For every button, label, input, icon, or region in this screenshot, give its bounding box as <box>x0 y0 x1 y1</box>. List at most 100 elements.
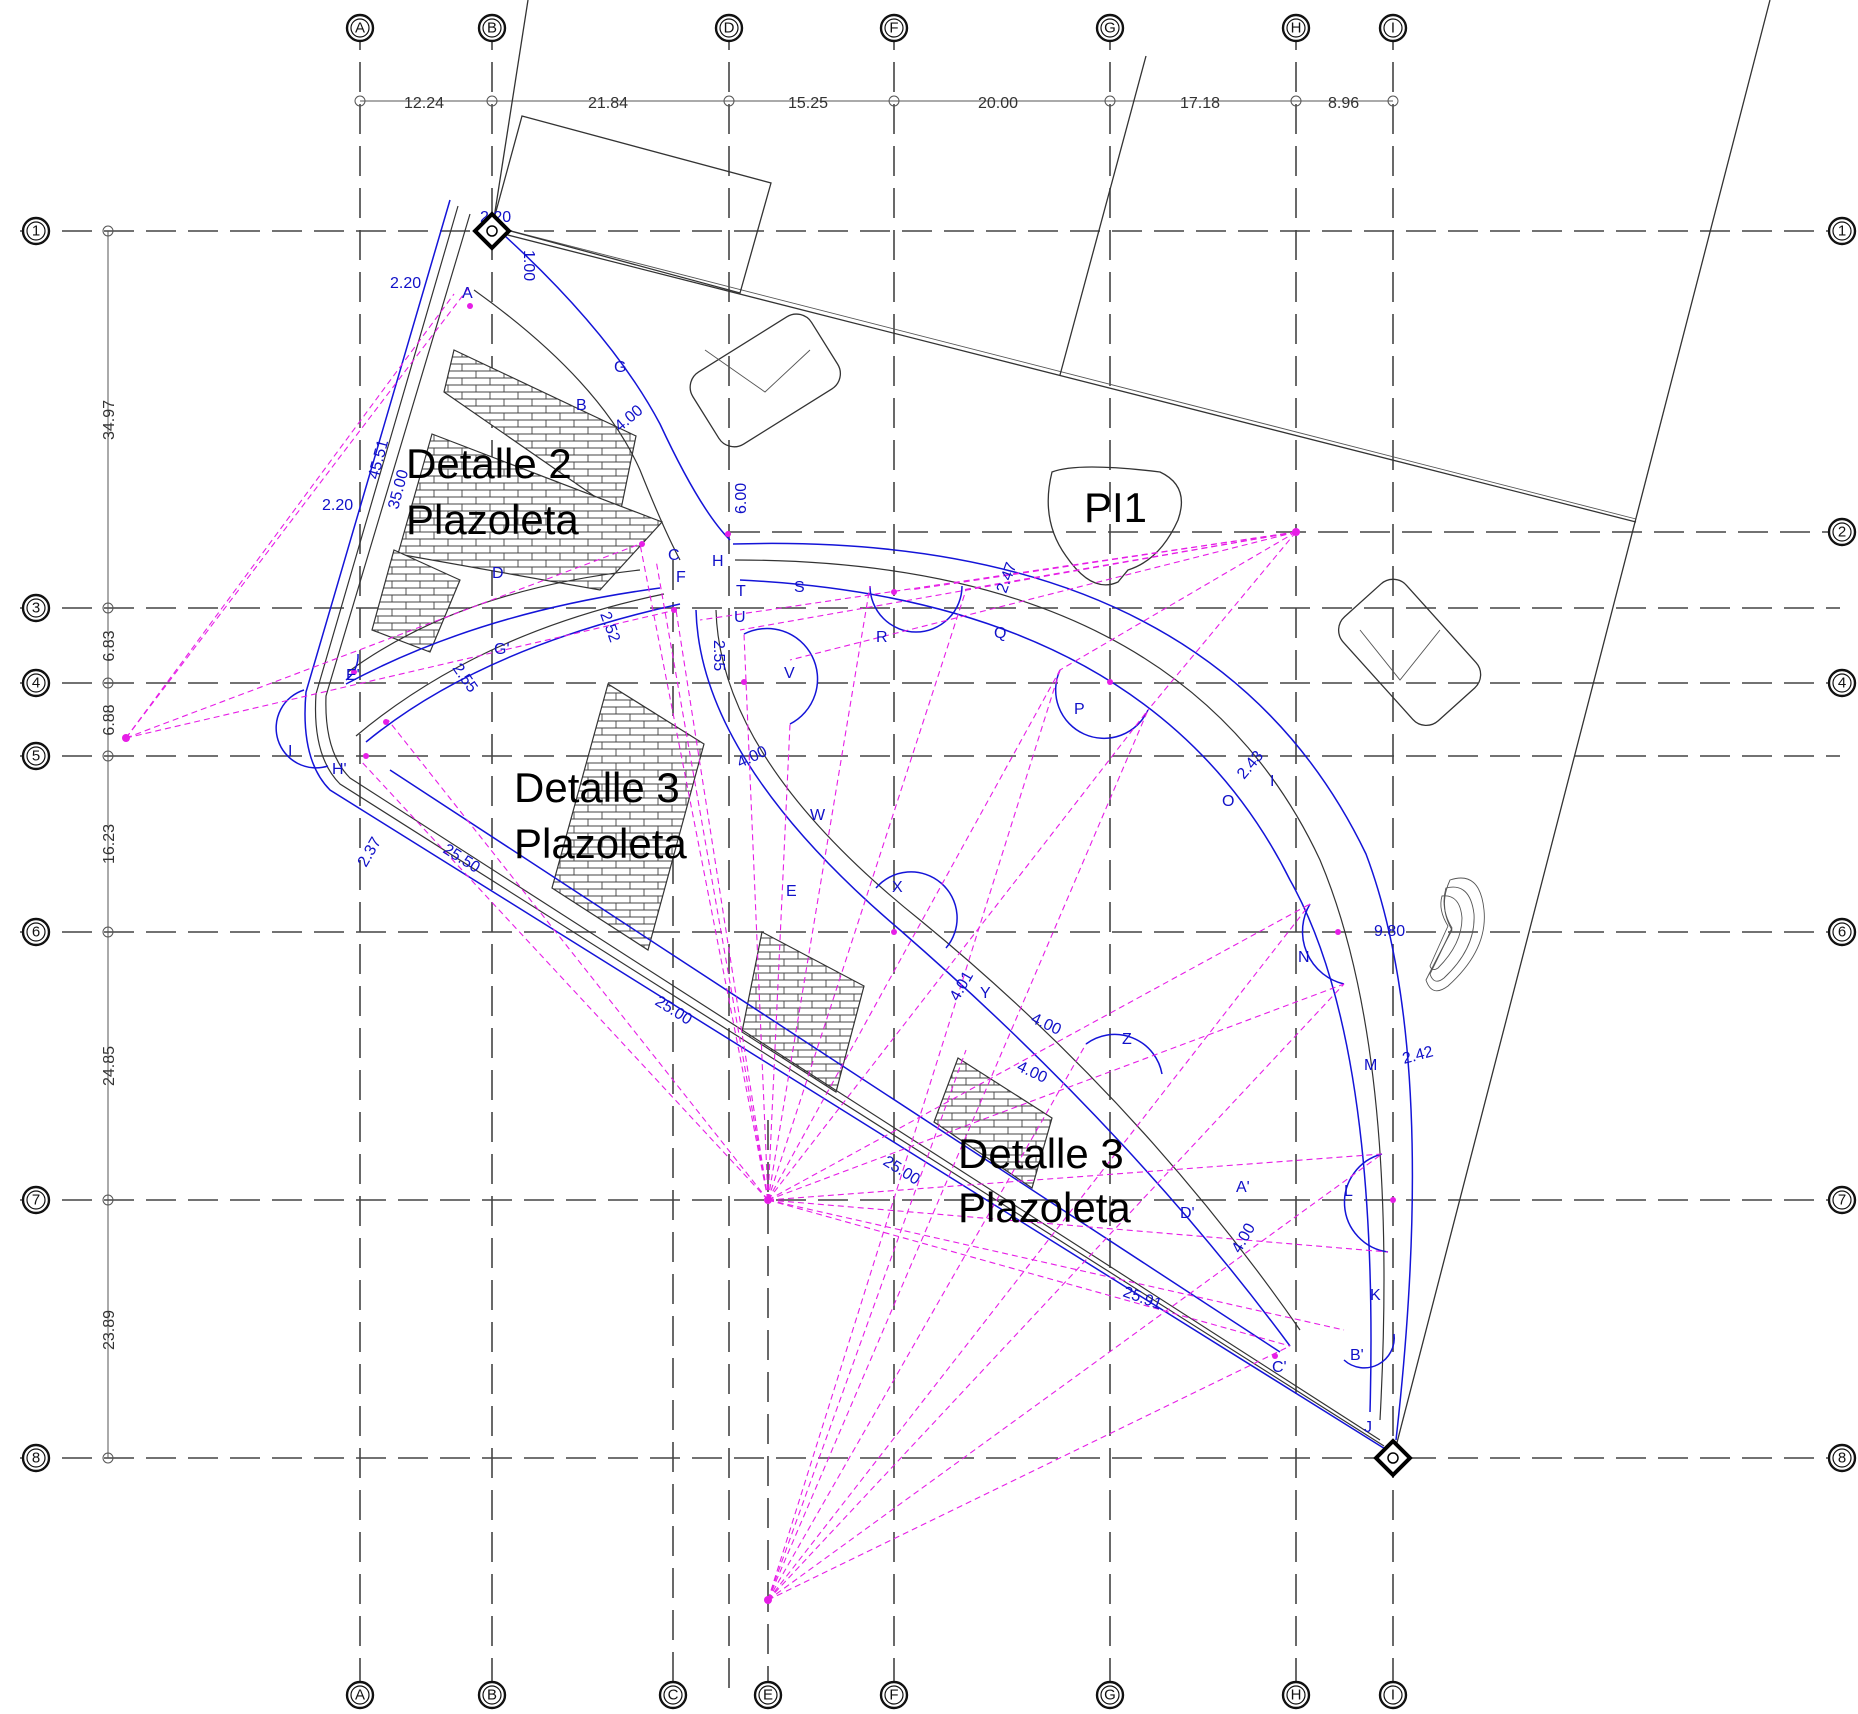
segment-R: R <box>876 629 888 646</box>
dim-400a: 4.00 <box>1028 1010 1063 1039</box>
area-labels: Detalle 2 Plazoleta Detalle 3 Plazoleta … <box>406 440 1147 1231</box>
svg-text:3: 3 <box>32 600 40 617</box>
segment-C-prime: C' <box>1272 1359 1287 1376</box>
segment-W: W <box>810 807 826 824</box>
segment-G-prime: G' <box>494 641 510 658</box>
svg-text:5: 5 <box>32 748 40 765</box>
grid-dimension-strings: 12.24 21.84 15.25 20.00 17.18 8.96 34.97… <box>101 95 1399 1464</box>
segment-F: F <box>676 569 686 586</box>
corner-markers <box>472 211 1413 1478</box>
segment-Q: Q <box>994 625 1006 642</box>
svg-text:2: 2 <box>1838 524 1846 541</box>
dim-length-45: 45.51 <box>365 438 392 481</box>
col-spacing-6: 8.96 <box>1328 95 1359 112</box>
detalle-2-label-line2: Plazoleta <box>406 496 579 543</box>
grid-bubble-bottom-B: B <box>477 1680 507 1710</box>
row-spacing-1: 34.97 <box>101 400 118 440</box>
svg-text:6: 6 <box>32 924 40 941</box>
row-spacing-5: 24.85 <box>101 1046 118 1086</box>
grid-bubble-bottom-A: A <box>345 1680 375 1710</box>
detalle-3a-label-line2: Plazoleta <box>514 820 687 867</box>
segment-B: B <box>576 397 587 414</box>
grid-bubble-right-8: 8 <box>1827 1443 1857 1473</box>
col-spacing-5: 17.18 <box>1180 95 1220 112</box>
svg-text:C: C <box>668 1687 679 1704</box>
svg-text:4: 4 <box>32 675 40 692</box>
detalle-3a-label-line1: Detalle 3 <box>514 764 680 811</box>
svg-text:1: 1 <box>32 223 40 240</box>
grid-bubble-left-7: 7 <box>21 1185 51 1215</box>
dim-top-1: 1.00 <box>520 250 537 281</box>
svg-text:G: G <box>1104 1687 1116 1704</box>
grid-bubble-top-G: G <box>1095 13 1125 43</box>
grid-bubble-bottom-F: F <box>879 1680 909 1710</box>
segment-I-left: I <box>288 743 292 760</box>
dim-255a: 2.55 <box>710 640 727 671</box>
grid-bubble-top-H: H <box>1281 13 1311 43</box>
dim-400b: 4.00 <box>1014 1058 1049 1087</box>
segment-M: M <box>1364 1057 1377 1074</box>
grid-bubble-top-B: B <box>477 13 507 43</box>
grid-bubble-right-1: 1 <box>1827 216 1857 246</box>
grid-bubble-right-2: 2 <box>1827 517 1857 547</box>
svg-text:1: 1 <box>1838 223 1846 240</box>
svg-text:B: B <box>487 1687 497 1704</box>
segment-I: I <box>1270 773 1274 790</box>
segment-G: G <box>614 359 626 376</box>
grid-bubble-left-8: 8 <box>21 1443 51 1473</box>
dim-width-4b: 4.00 <box>735 743 770 772</box>
segment-H: H <box>712 553 724 570</box>
segment-V: V <box>784 665 795 682</box>
svg-text:A: A <box>355 1687 365 1704</box>
svg-text:A: A <box>355 20 365 37</box>
dim-6: 6.00 <box>733 483 750 514</box>
segment-K: K <box>1370 1287 1381 1304</box>
segment-N: N <box>1298 949 1310 966</box>
svg-text:G: G <box>1104 20 1116 37</box>
grid-bubbles-right: 1 2 4 6 7 8 <box>1827 216 1857 1473</box>
svg-text:H: H <box>1291 1687 1302 1704</box>
col-spacing-3: 15.25 <box>788 95 828 112</box>
dim-401: 4.01 <box>947 968 977 1004</box>
row-spacing-3: 6.88 <box>101 704 118 735</box>
svg-text:D: D <box>724 20 735 37</box>
grid-bubble-top-I: I <box>1378 13 1408 43</box>
site-boundary <box>491 0 1771 1459</box>
segment-X: X <box>892 879 903 896</box>
svg-text:B: B <box>487 20 497 37</box>
row-spacing-4: 16.23 <box>101 824 118 864</box>
svg-text:7: 7 <box>1838 1192 1846 1209</box>
segment-U: U <box>734 609 746 626</box>
svg-text:7: 7 <box>32 1192 40 1209</box>
grid-bubble-left-4: 4 <box>21 668 51 698</box>
pi1-label: PI1 <box>1084 484 1147 531</box>
svg-text:H: H <box>1291 20 1302 37</box>
grid-bubble-left-6: 6 <box>21 917 51 947</box>
construction-rays <box>122 285 1396 1604</box>
grid-bubble-top-F: F <box>879 13 909 43</box>
segment-S: S <box>794 579 805 596</box>
detalle-3b-label-line1: Detalle 3 <box>958 1130 1124 1177</box>
col-spacing-4: 20.00 <box>978 95 1018 112</box>
svg-text:6: 6 <box>1838 924 1846 941</box>
grid-lines <box>20 20 1840 1700</box>
segment-Y: Y <box>980 985 991 1002</box>
grid-bubble-right-7: 7 <box>1827 1185 1857 1215</box>
grid-bubbles-left: 1 3 4 5 6 7 8 <box>21 216 51 1473</box>
detalle-2-label-line1: Detalle 2 <box>406 440 572 487</box>
grid-bubble-bottom-E: E <box>753 1680 783 1710</box>
grid-bubble-left-3: 3 <box>21 593 51 623</box>
grid-bubble-left-5: 5 <box>21 741 51 771</box>
dim-2591: 25.91 <box>1121 1284 1165 1314</box>
dim-400c: 4.00 <box>1229 1220 1259 1256</box>
segment-J: J <box>1364 1419 1372 1436</box>
svg-text:F: F <box>889 1687 898 1704</box>
dim-980: 9.80 <box>1374 923 1405 940</box>
dim-left-2: 2.20 <box>322 497 353 514</box>
svg-text:I: I <box>1391 1687 1395 1704</box>
row-spacing-2: 6.83 <box>101 630 118 661</box>
col-spacing-2: 21.84 <box>588 95 628 112</box>
svg-text:I: I <box>1391 20 1395 37</box>
grid-bubble-top-D: D <box>714 13 744 43</box>
